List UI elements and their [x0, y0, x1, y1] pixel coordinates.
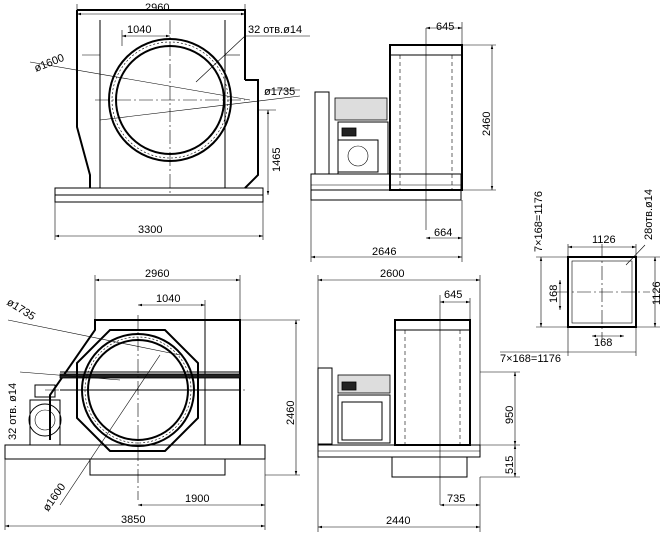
dimension-lines [29, 4, 310, 240]
dia-inner: ø1735 [264, 86, 295, 98]
holes-label: 32 отв.ø14 [248, 24, 302, 36]
dim-inlet: 1040 [127, 24, 151, 36]
dim-outlet: 645 [436, 21, 454, 33]
motor-assembly [317, 367, 391, 445]
dim-offset: 1900 [185, 493, 209, 505]
pitch-small-bottom: 168 [594, 337, 612, 349]
dim-height: 1465 [271, 148, 283, 172]
inlet-flange [95, 20, 245, 195]
dim-length: 2440 [386, 515, 410, 527]
motor-assembly [314, 91, 389, 175]
size-right: 1126 [651, 281, 663, 305]
dim-length: 2646 [372, 246, 396, 258]
pitch-bottom: 7×168=1176 [500, 353, 561, 365]
dia-outer: ø1735 [4, 296, 37, 323]
dimension-lines [500, 244, 660, 356]
fan-body-side [394, 295, 471, 505]
dim-width-top: 2600 [380, 268, 404, 280]
view-bottom-side: 2600 645 950 515 735 2440 [317, 268, 520, 532]
size-top: 1126 [592, 234, 616, 246]
dim-upper: 950 [504, 406, 516, 424]
dim-base: 3850 [121, 514, 145, 526]
dia-inner: ø1600 [41, 481, 69, 513]
dim-lower: 515 [504, 456, 516, 474]
fan-housing-outline [54, 9, 264, 203]
dim-inlet: 1040 [156, 293, 180, 305]
dia-outer: ø1600 [33, 52, 66, 75]
dim-height: 2460 [481, 112, 493, 136]
motor [28, 384, 62, 446]
dim-offset: 664 [434, 227, 452, 239]
dim-outlet: 645 [444, 289, 462, 301]
base-frame [317, 444, 481, 478]
dimension-lines [4, 275, 300, 530]
dimension-lines [310, 22, 496, 262]
dimension-lines [317, 275, 520, 532]
base-frame [310, 173, 462, 201]
view-bottom-front: 2960 1040 ø1735 32 отв. ø14 ø1600 2460 1… [4, 268, 300, 530]
flange-holes: 28отв.ø14 [643, 189, 655, 240]
view-top-side: 645 2460 664 2646 [310, 21, 496, 262]
dim-height: 2460 [285, 401, 297, 425]
pitch-small-left: 168 [548, 285, 560, 303]
dim-width-top: 2960 [145, 2, 169, 14]
holes-label: 32 отв. ø14 [7, 383, 19, 440]
dim-base: 3300 [138, 224, 162, 236]
dim-offset: 735 [447, 493, 465, 505]
view-top-front: 2960 1040 32 отв.ø14 ø1600 ø1735 1465 33… [29, 2, 310, 240]
dim-width-top: 2960 [145, 268, 169, 280]
view-flange: 7×168=1176 28отв.ø14 1126 1126 168 168 7… [500, 189, 663, 365]
pitch-left: 7×168=1176 [533, 191, 545, 252]
inlet-flange-octagon [45, 315, 245, 500]
